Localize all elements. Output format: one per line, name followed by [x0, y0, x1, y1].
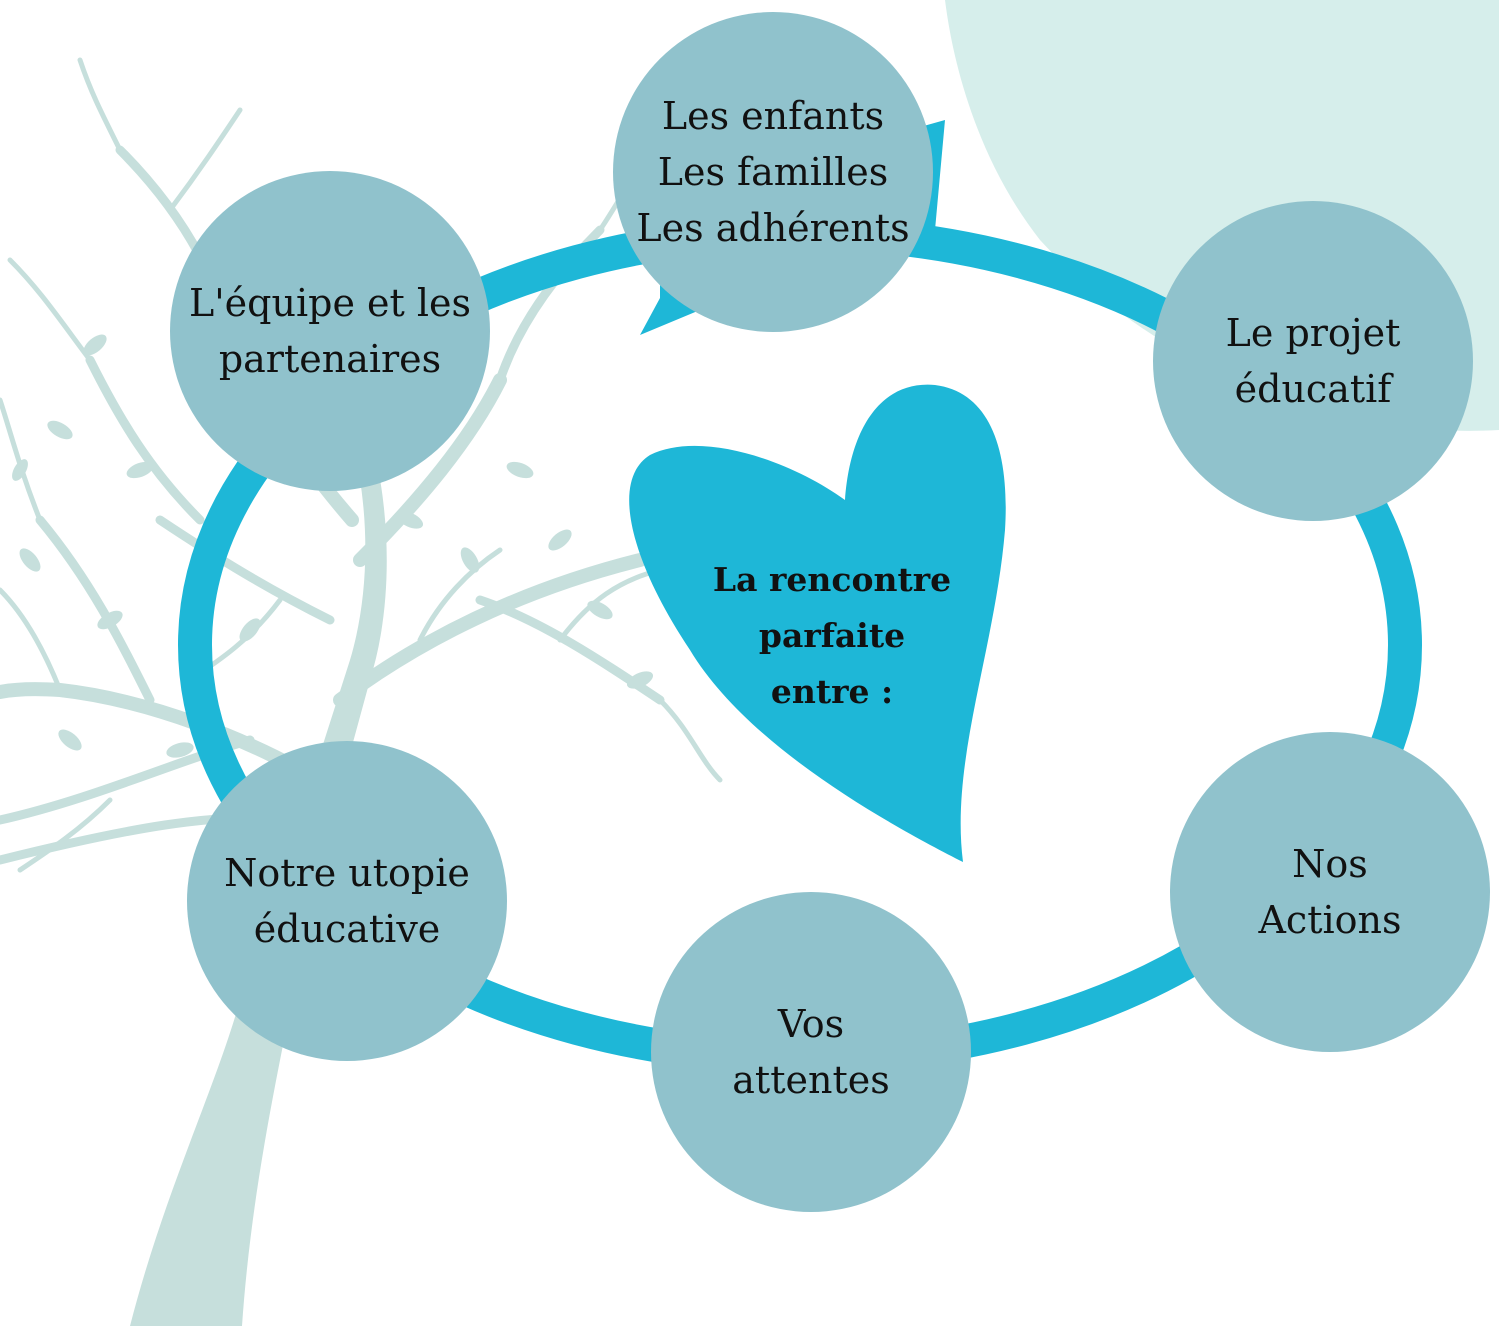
node-utopie: Notre utopie éducative: [187, 741, 507, 1061]
node-attentes-line-2: attentes: [732, 1058, 890, 1102]
node-utopie-line-1: Notre utopie: [224, 851, 470, 895]
node-equipe-line-2: partenaires: [218, 337, 442, 381]
node-circle-attentes: [651, 892, 971, 1212]
node-equipe-line-1: L'équipe et les: [189, 281, 471, 325]
center-label-line-3: entre :: [770, 672, 894, 711]
node-circle-utopie: [187, 741, 507, 1061]
node-projet: Le projet éducatif: [1153, 201, 1473, 521]
center-label: La rencontre parfaite entre :: [692, 552, 972, 720]
node-projet-line-2: éducatif: [1234, 367, 1392, 411]
node-circle-projet: [1153, 201, 1473, 521]
node-actions-line-2: Actions: [1258, 898, 1402, 942]
node-utopie-line-2: éducative: [253, 907, 441, 951]
node-enfants-line-2: Les familles: [657, 150, 889, 194]
node-circle-actions: [1170, 732, 1490, 1052]
node-enfants-line-1: Les enfants: [661, 94, 885, 138]
node-actions-line-1: Nos: [1292, 842, 1368, 886]
heart-shape: [629, 384, 1006, 862]
center-label-line-2: parfaite: [758, 616, 906, 655]
node-projet-line-1: Le projet: [1225, 311, 1401, 355]
node-enfants-line-3: Les adhérents: [636, 206, 910, 250]
node-actions: Nos Actions: [1170, 732, 1490, 1052]
node-circle-equipe: [170, 171, 490, 491]
node-circle-enfants: [613, 12, 933, 332]
node-enfants: Les enfants Les familles Les adhérents: [613, 12, 933, 332]
node-attentes: Vos attentes: [651, 892, 971, 1212]
center-label-line-1: La rencontre: [712, 560, 952, 599]
node-attentes-line-1: Vos: [777, 1002, 845, 1046]
node-equipe: L'équipe et les partenaires: [170, 171, 490, 491]
